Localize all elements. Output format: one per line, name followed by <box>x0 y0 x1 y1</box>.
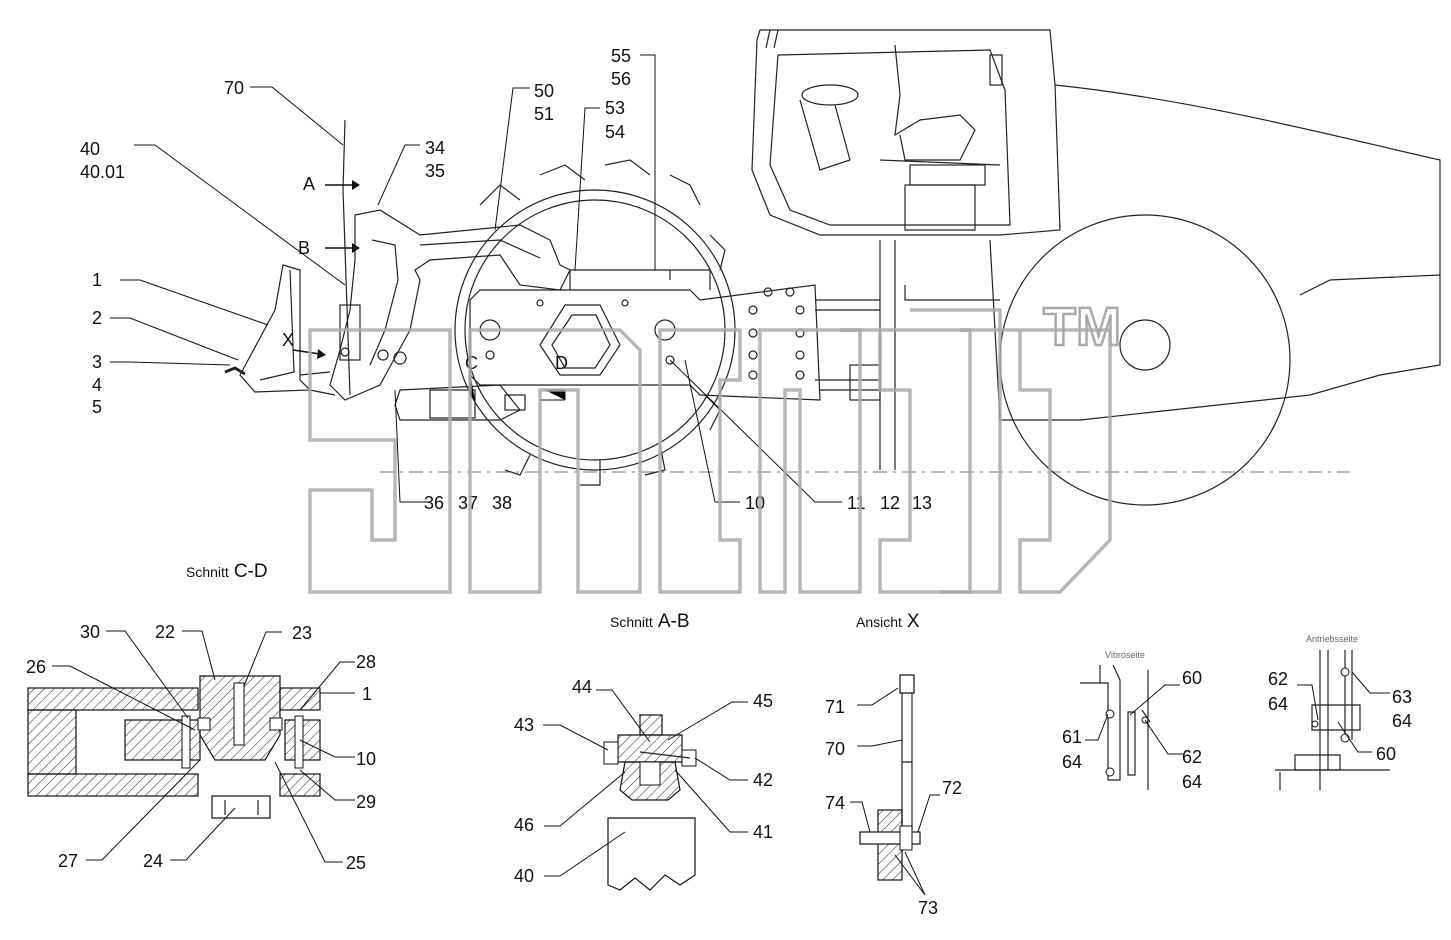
cd-callout-10: 10 <box>356 749 376 769</box>
section-marks <box>292 180 566 401</box>
antrieb-callout-64b: 64 <box>1392 711 1412 731</box>
main-assembly-view: A B X C D 70 40 40.01 34 35 50 51 55 56 … <box>80 29 1441 513</box>
callout-56: 56 <box>611 69 631 89</box>
scraper-blade <box>224 264 336 396</box>
ab-callout-42: 42 <box>753 770 773 790</box>
cd-callout-29: 29 <box>356 792 376 812</box>
vibroseite-detail: Vibroseite 60 61 64 62 64 <box>1062 650 1202 792</box>
cd-callout-25: 25 <box>346 853 366 873</box>
callout-4: 4 <box>92 375 102 395</box>
callout-54: 54 <box>605 122 625 142</box>
callout-37: 37 <box>458 493 478 513</box>
callout-53: 53 <box>605 98 625 118</box>
callout-55: 55 <box>611 46 631 66</box>
callout-2: 2 <box>92 308 102 328</box>
callout-40: 40 <box>80 139 100 159</box>
vibro-callout-61: 61 <box>1062 727 1082 747</box>
ab-callout-41: 41 <box>753 822 773 842</box>
marker-a: A <box>303 174 315 194</box>
vibro-callout-64a: 64 <box>1062 752 1082 772</box>
marker-d: D <box>555 353 568 373</box>
vibro-callout-62: 62 <box>1182 747 1202 767</box>
cd-callout-28: 28 <box>356 652 376 672</box>
callout-1: 1 <box>92 270 102 290</box>
ab-callout-45: 45 <box>753 691 773 711</box>
callout-13: 13 <box>912 493 932 513</box>
antrieb-callout-63: 63 <box>1392 687 1412 707</box>
cab-outline <box>751 29 1061 236</box>
callout-10: 10 <box>745 493 765 513</box>
cd-callout-26: 26 <box>26 657 46 677</box>
callout-34: 34 <box>425 138 445 158</box>
vibro-callout-64b: 64 <box>1182 772 1202 792</box>
callout-3: 3 <box>92 352 102 372</box>
ab-callout-44: 44 <box>572 677 592 697</box>
section-ab-view: 44 45 43 42 46 41 40 <box>514 677 773 891</box>
x-callout-72: 72 <box>942 778 962 798</box>
marker-x: X <box>282 330 294 350</box>
callout-40-01: 40.01 <box>80 162 125 182</box>
cd-callout-1: 1 <box>362 684 372 704</box>
watermark-trademark: TM <box>1043 297 1121 357</box>
machine-frame <box>394 269 881 421</box>
antrieb-callout-62: 62 <box>1268 669 1288 689</box>
ab-callout-40: 40 <box>514 866 534 886</box>
callout-51: 51 <box>534 104 554 124</box>
antrieb-callout-60: 60 <box>1376 744 1396 764</box>
view-x: 71 70 74 72 73 <box>825 674 962 918</box>
x-callout-71: 71 <box>825 697 845 717</box>
section-cd-view: 30 22 23 28 26 1 10 29 27 24 25 <box>26 622 376 873</box>
ab-callout-46: 46 <box>514 815 534 835</box>
callout-11: 11 <box>847 493 866 513</box>
cd-callout-23: 23 <box>292 623 312 643</box>
antriebsseite-detail: Antriebsseite 62 64 63 64 60 <box>1268 634 1412 790</box>
scraper-arm <box>329 119 571 401</box>
cd-callout-22: 22 <box>155 622 175 642</box>
vibroseite-label: Vibroseite <box>1105 650 1145 660</box>
ab-callout-43: 43 <box>514 715 534 735</box>
callout-36: 36 <box>424 493 444 513</box>
cd-callout-27: 27 <box>58 851 78 871</box>
antriebsseite-label: Antriebsseite <box>1306 634 1358 644</box>
callout-50: 50 <box>534 81 554 101</box>
cd-callout-30: 30 <box>80 622 100 642</box>
x-callout-70: 70 <box>825 739 845 759</box>
watermark-logo: TM <box>308 296 1122 594</box>
antrieb-callout-64a: 64 <box>1268 694 1288 714</box>
callout-12: 12 <box>880 493 900 513</box>
x-callout-74: 74 <box>825 793 845 813</box>
callout-70: 70 <box>224 78 244 98</box>
x-callout-73: 73 <box>918 898 938 918</box>
callout-38: 38 <box>492 493 512 513</box>
rear-body <box>879 84 1441 506</box>
callout-35: 35 <box>425 161 445 181</box>
callout-5: 5 <box>92 397 102 417</box>
vibro-callout-60: 60 <box>1182 668 1202 688</box>
cd-callout-24: 24 <box>143 851 163 871</box>
